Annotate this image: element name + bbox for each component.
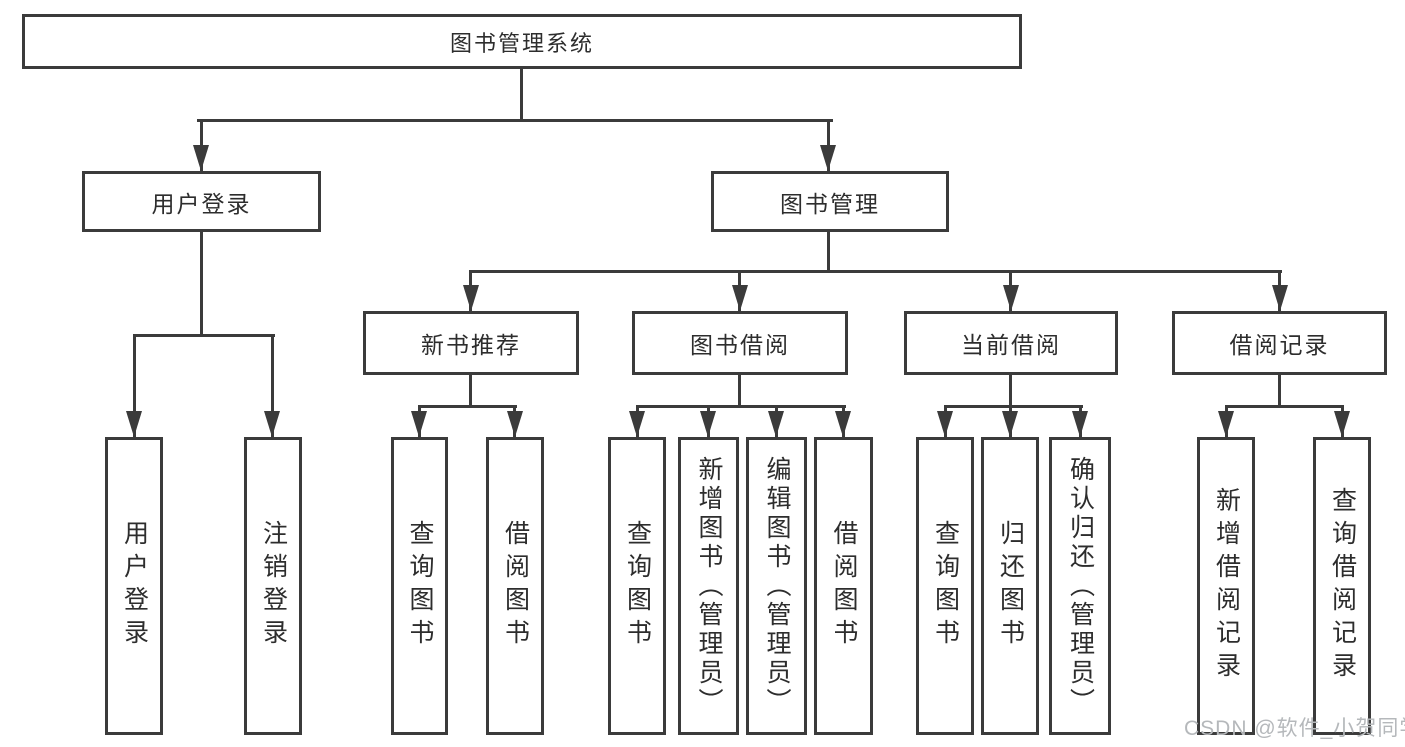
- arrow-down-icon: [193, 145, 209, 171]
- arrow-down-icon: [700, 411, 716, 437]
- arrow-down-icon: [126, 411, 142, 437]
- arrow-down-icon: [463, 285, 479, 311]
- node-new-books: 新书推荐: [363, 311, 579, 375]
- arrow-down-icon: [1218, 411, 1234, 437]
- leaf-add-books-admin: 新增图书（管理员）: [678, 437, 739, 735]
- arrow-down-icon: [768, 411, 784, 437]
- arrow-down-icon: [411, 411, 427, 437]
- node-new-books-label: 新书推荐: [421, 332, 521, 358]
- connector-root-stem: [520, 69, 523, 121]
- arrow-down-icon: [820, 145, 836, 171]
- node-book-borrow: 图书借阅: [632, 311, 848, 375]
- connector-currentborrow-stem: [1009, 373, 1012, 407]
- leaf-label: 编辑图书（管理员）: [763, 455, 791, 717]
- arrow-down-icon: [629, 411, 645, 437]
- arrow-down-icon: [1072, 411, 1088, 437]
- arrow-down-icon: [1003, 285, 1019, 311]
- leaf-query-borrow-record: 查询借阅记录: [1313, 437, 1371, 735]
- connector-bookborrow-rail: [636, 405, 846, 408]
- leaf-add-borrow-record: 新增借阅记录: [1197, 437, 1255, 735]
- leaf-label: 新增借阅记录: [1212, 487, 1241, 685]
- connector-newbooks-stem: [469, 373, 472, 407]
- leaf-query-books-3: 查询图书: [916, 437, 974, 735]
- leaf-label: 借阅图书: [501, 520, 530, 652]
- leaf-edit-books-admin: 编辑图书（管理员）: [746, 437, 807, 735]
- leaf-logout: 注销登录: [244, 437, 302, 735]
- csdn-watermark: CSDN @软件_小贺同学: [1184, 717, 1405, 740]
- arrow-down-icon: [937, 411, 953, 437]
- leaf-label: 查询图书: [623, 520, 652, 652]
- leaf-label: 查询图书: [931, 520, 960, 652]
- arrow-down-icon: [1272, 285, 1288, 311]
- node-root-label: 图书管理系统: [449, 30, 594, 56]
- leaf-query-books-2: 查询图书: [608, 437, 666, 735]
- leaf-borrow-books-1: 借阅图书: [486, 437, 544, 735]
- connector-borrowrecords-rail: [1225, 405, 1344, 408]
- leaf-label: 确认归还（管理员）: [1066, 455, 1095, 717]
- node-user-login-label: 用户登录: [151, 190, 252, 217]
- connector-bookborrow-stem: [738, 373, 741, 407]
- connector-borrowrecords-stem: [1278, 373, 1281, 407]
- node-book-management-label: 图书管理: [780, 190, 880, 217]
- leaf-label: 借阅图书: [830, 520, 858, 652]
- leaf-query-books-1: 查询图书: [391, 437, 448, 735]
- arrow-down-icon: [1002, 411, 1018, 437]
- connector-currentborrow-rail: [944, 405, 1083, 408]
- connector-userlogin-stem: [200, 229, 203, 337]
- node-user-login: 用户登录: [82, 171, 321, 232]
- node-borrow-records: 借阅记录: [1172, 311, 1387, 375]
- leaf-confirm-return-admin: 确认归还（管理员）: [1049, 437, 1111, 735]
- leaf-user-login: 用户登录: [105, 437, 163, 735]
- node-current-borrow: 当前借阅: [904, 311, 1118, 375]
- connector-newbooks-rail: [418, 405, 517, 408]
- node-root: 图书管理系统: [22, 14, 1022, 69]
- leaf-label: 新增图书（管理员）: [695, 455, 723, 717]
- leaf-label: 注销登录: [259, 520, 288, 652]
- connector-root-rail: [197, 119, 833, 122]
- leaf-return-books: 归还图书: [981, 437, 1039, 735]
- node-book-borrow-label: 图书借阅: [690, 332, 790, 358]
- arrow-down-icon: [264, 411, 280, 437]
- arrow-down-icon: [507, 411, 523, 437]
- node-current-borrow-label: 当前借阅: [961, 332, 1061, 358]
- leaf-label: 查询借阅记录: [1328, 487, 1357, 685]
- leaf-borrow-books-2: 借阅图书: [814, 437, 873, 735]
- arrow-down-icon: [732, 285, 748, 311]
- connector-userlogin-drop-2: [271, 334, 274, 437]
- connector-bookmgmt-rail: [469, 270, 1282, 273]
- arrow-down-icon: [835, 411, 851, 437]
- connector-bookmgmt-stem: [827, 229, 830, 273]
- leaf-label: 归还图书: [996, 520, 1025, 652]
- node-borrow-records-label: 借阅记录: [1229, 332, 1330, 358]
- leaf-label: 用户登录: [120, 520, 149, 652]
- node-book-management: 图书管理: [711, 171, 949, 232]
- connector-userlogin-rail: [133, 334, 275, 337]
- arrow-down-icon: [1334, 411, 1350, 437]
- leaf-label: 查询图书: [406, 520, 434, 652]
- connector-userlogin-drop-1: [133, 334, 136, 437]
